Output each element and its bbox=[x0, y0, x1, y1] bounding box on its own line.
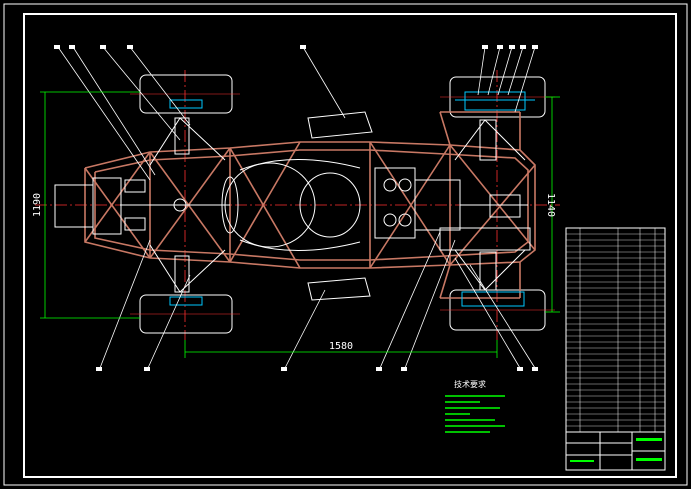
leader-tags bbox=[54, 45, 538, 371]
side-components bbox=[307, 111, 373, 301]
chassis-frame bbox=[84, 111, 536, 299]
sheet-inner-border bbox=[23, 13, 677, 478]
title-block bbox=[565, 431, 666, 471]
engine bbox=[374, 167, 531, 251]
front-steering bbox=[54, 177, 230, 235]
sheet-outer-border bbox=[3, 3, 688, 486]
dimension-rear-track: 1140 bbox=[545, 193, 556, 217]
dimension-wheelbase: 1580 bbox=[329, 341, 353, 352]
dimension-front-track: 1190 bbox=[32, 193, 43, 217]
suspension-arms bbox=[149, 117, 526, 293]
notes-title: 技术要求 bbox=[454, 379, 486, 389]
seat bbox=[221, 159, 361, 251]
parts-list-table bbox=[565, 227, 666, 433]
wheel-centerlines bbox=[130, 93, 555, 315]
rear-axle-assembly bbox=[169, 91, 535, 307]
notes-body bbox=[445, 395, 505, 433]
title-block-fills bbox=[570, 438, 662, 462]
leader-lines bbox=[57, 46, 536, 369]
dimension-lines bbox=[40, 91, 560, 358]
